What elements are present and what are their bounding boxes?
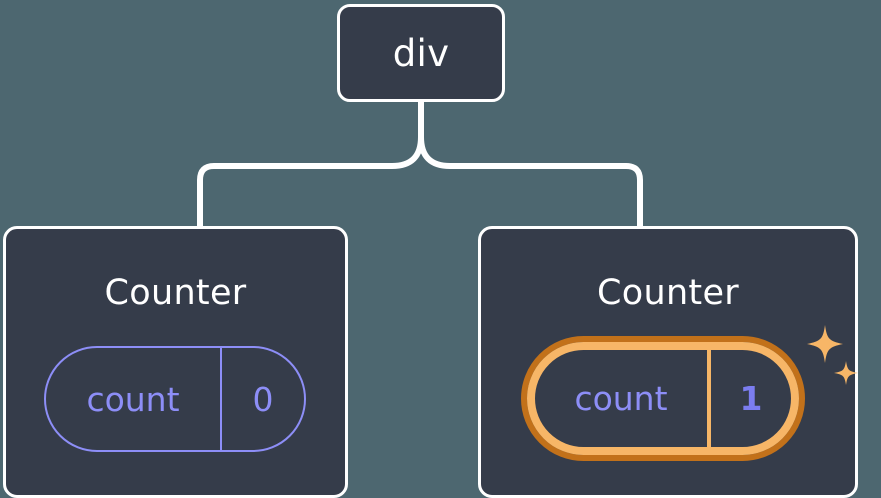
state-key-label: count	[535, 350, 711, 447]
state-value-label: 1	[739, 379, 763, 418]
sparkle-small-icon	[834, 361, 858, 385]
connector-right-branch	[418, 136, 643, 226]
node-counter-left[interactable]: Counter count 0	[3, 226, 348, 498]
state-pill-inner-ring: count 1	[527, 342, 799, 455]
node-div-label: div	[392, 31, 450, 75]
node-counter-right-title: Counter	[597, 273, 739, 313]
connector-left-branch	[197, 136, 424, 226]
state-key-label: count	[46, 348, 222, 450]
sparkle-icon	[807, 325, 858, 385]
node-counter-right[interactable]: Counter count 1	[478, 226, 858, 498]
sparkle-large-icon	[807, 325, 843, 363]
state-pill-count-left[interactable]: count 0	[44, 346, 306, 452]
node-counter-left-title: Counter	[104, 273, 247, 313]
state-value-label: 0	[252, 379, 274, 419]
state-pill-count-right[interactable]: count 1	[521, 336, 805, 461]
node-div[interactable]: div	[337, 4, 505, 102]
